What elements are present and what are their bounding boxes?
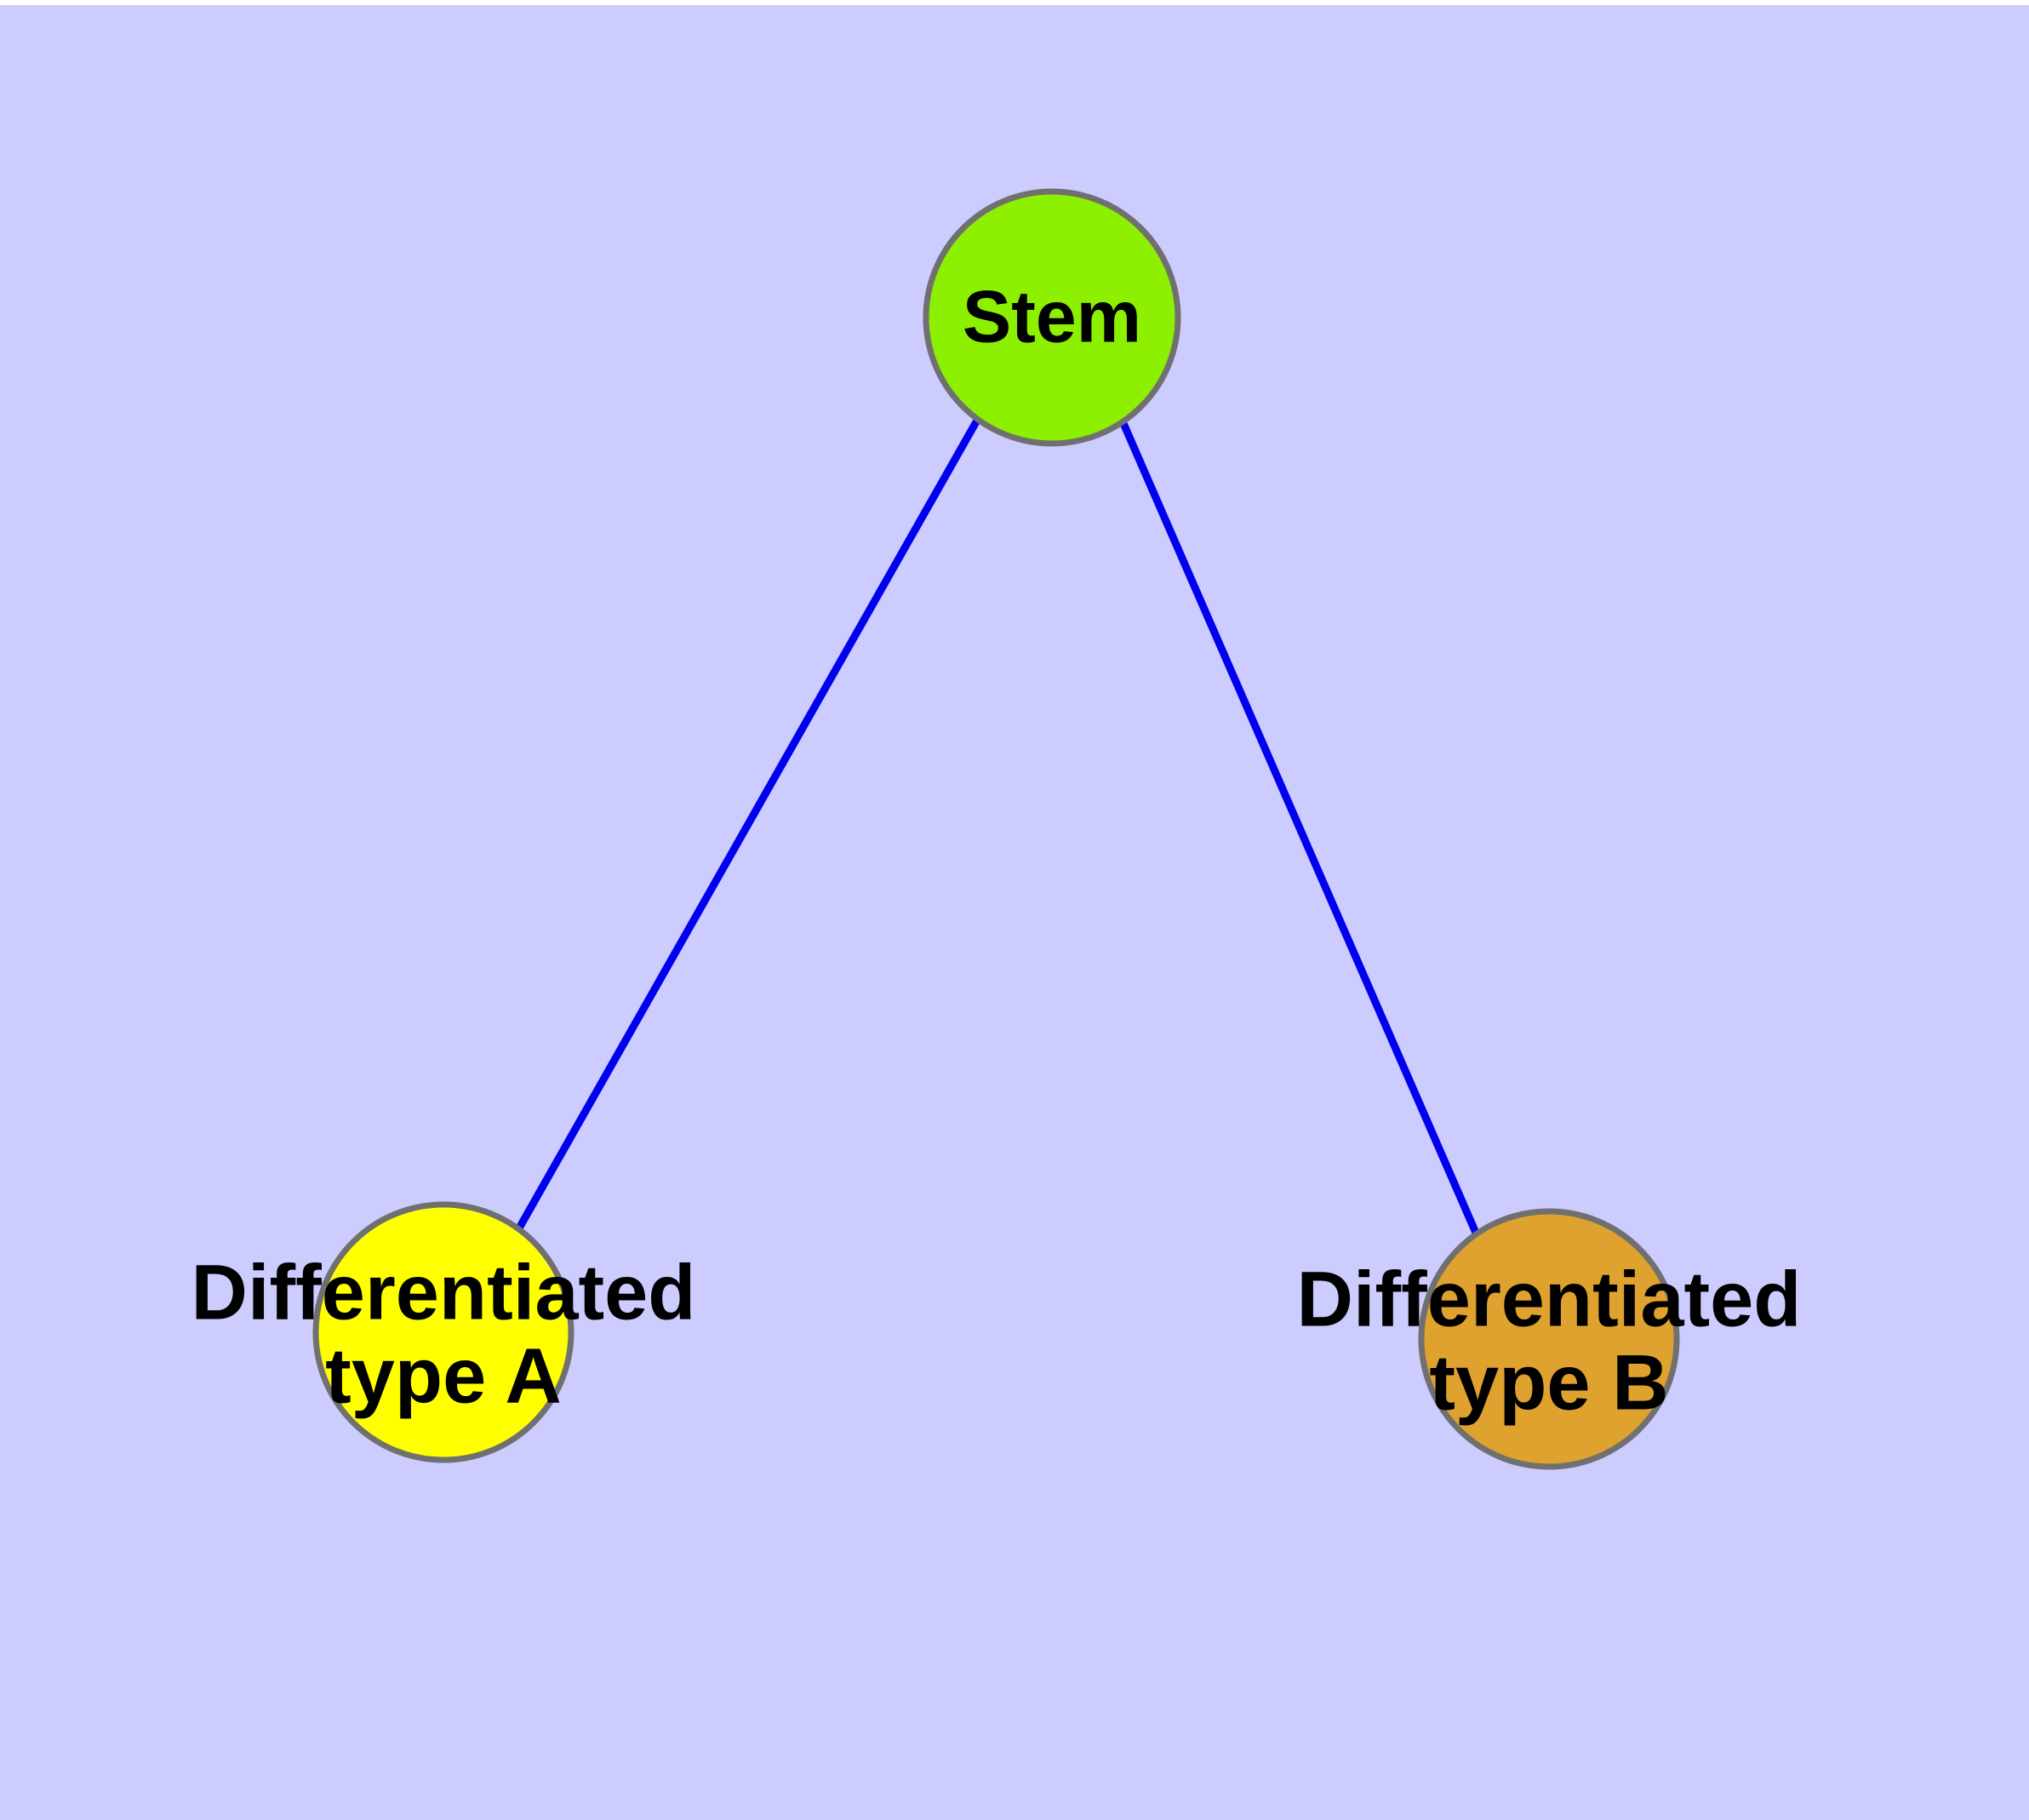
edge-layer — [513, 416, 1483, 1240]
node-layer — [312, 188, 1680, 1470]
edge-stem-to-differentiated-type-a[interactable] — [513, 416, 981, 1235]
edge-stem-to-differentiated-type-b[interactable] — [1118, 420, 1483, 1240]
node-differentiated-type-b[interactable] — [1418, 1208, 1680, 1470]
node-stem[interactable] — [923, 188, 1181, 447]
node-differentiated-type-a[interactable] — [312, 1201, 574, 1463]
